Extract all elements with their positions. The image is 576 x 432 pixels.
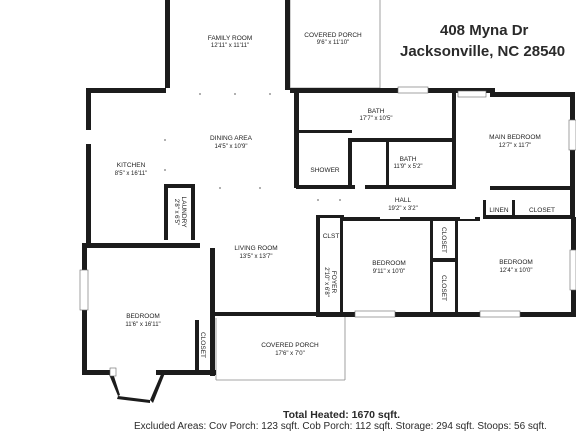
room-family: FAMILY ROOM 12'11" x 11'11" [208, 35, 253, 49]
svg-text:9'6" x 11'10": 9'6" x 11'10" [317, 40, 349, 46]
svg-text:2'8" x 6'5": 2'8" x 6'5" [173, 199, 179, 225]
room-shower: SHOWER [310, 167, 340, 174]
svg-text:DINING AREA: DINING AREA [210, 135, 253, 142]
svg-text:BEDROOM: BEDROOM [499, 259, 533, 266]
svg-text:12'7" x 11'7": 12'7" x 11'7" [499, 143, 531, 149]
svg-text:SHOWER: SHOWER [310, 167, 340, 174]
svg-text:LIVING ROOM: LIVING ROOM [234, 245, 277, 252]
svg-text:CLOSET: CLOSET [529, 207, 555, 214]
total-heated-area: Total Heated: 1670 sqft. [283, 409, 401, 421]
room-division-dots [164, 93, 341, 201]
porch-outlines [215, 0, 381, 381]
room-closet-hall: CLOSET [529, 207, 555, 214]
room-linen: LINEN [489, 207, 508, 214]
svg-text:19'2" x 3'2": 19'2" x 3'2" [388, 206, 418, 212]
svg-text:BEDROOM: BEDROOM [372, 260, 406, 267]
room-bedroom-right: BEDROOM 12'4" x 10'0" [499, 259, 533, 274]
svg-text:FAMILY ROOM: FAMILY ROOM [208, 35, 253, 42]
svg-text:14'5" x 10'9": 14'5" x 10'9" [215, 144, 248, 150]
svg-text:11'6" x 16'11": 11'6" x 16'11" [125, 322, 160, 328]
room-closet-mid-b: CLOSET [440, 275, 447, 301]
svg-text:CLOSET: CLOSET [440, 227, 447, 253]
room-laundry: LAUNDRY 2'8" x 6'5" [173, 197, 187, 229]
svg-text:COVERED PORCH: COVERED PORCH [261, 342, 319, 349]
svg-text:COVERED PORCH: COVERED PORCH [304, 32, 362, 39]
svg-text:12'11" x 11'11": 12'11" x 11'11" [211, 43, 249, 49]
svg-text:HALL: HALL [395, 197, 412, 204]
room-bath-2: BATH 11'9" x 5'2" [393, 156, 422, 170]
svg-text:FOYER: FOYER [330, 271, 337, 294]
room-dining-area: DINING AREA 14'5" x 10'9" [210, 135, 253, 150]
svg-text:11'9" x 5'2": 11'9" x 5'2" [393, 164, 422, 170]
address-line-2: Jacksonville, NC 28540 [400, 43, 566, 60]
openings [79, 86, 576, 377]
room-covered-porch-top: COVERED PORCH 9'6" x 11'10" [304, 32, 362, 46]
svg-text:17'7" x 10'5": 17'7" x 10'5" [360, 116, 393, 122]
svg-text:17'6" x 7'0": 17'6" x 7'0" [275, 351, 305, 357]
room-kitchen: KITCHEN 8'5" x 16'11" [115, 162, 147, 177]
svg-text:2'10" x 6'8": 2'10" x 6'8" [323, 267, 329, 297]
svg-text:CLOSET: CLOSET [199, 332, 206, 358]
room-bedroom-left: BEDROOM 11'6" x 16'11" [125, 313, 160, 328]
svg-text:LINEN: LINEN [489, 207, 508, 214]
room-living-room: LIVING ROOM 13'5" x 13'7" [234, 245, 277, 260]
room-main-bedroom: MAIN BEDROOM 12'7" x 11'7" [489, 134, 541, 149]
svg-text:BEDROOM: BEDROOM [126, 313, 160, 320]
svg-text:BATH: BATH [400, 156, 417, 163]
room-bedroom-mid: BEDROOM 9'11" x 10'0" [372, 260, 406, 275]
svg-text:LAUNDRY: LAUNDRY [180, 197, 187, 229]
room-covered-porch-bottom: COVERED PORCH 17'6" x 7'0" [261, 342, 319, 357]
room-bath-1: BATH 17'7" x 10'5" [360, 108, 393, 122]
room-foyer: FOYER 2'10" x 6'8" [323, 267, 337, 297]
room-hall: HALL 19'2" x 3'2" [388, 197, 418, 212]
room-clst: CLST [323, 233, 340, 240]
svg-text:8'5" x 16'11": 8'5" x 16'11" [115, 171, 147, 177]
svg-text:KITCHEN: KITCHEN [117, 162, 146, 169]
room-closet-mid-a: CLOSET [440, 227, 447, 253]
svg-text:MAIN BEDROOM: MAIN BEDROOM [489, 134, 541, 141]
svg-text:BATH: BATH [368, 108, 385, 115]
svg-text:CLST: CLST [323, 233, 340, 240]
svg-text:13'5" x 13'7": 13'5" x 13'7" [240, 254, 273, 260]
svg-text:12'4" x 10'0": 12'4" x 10'0" [500, 268, 533, 274]
svg-text:CLOSET: CLOSET [440, 275, 447, 301]
walls [82, 0, 576, 403]
svg-text:9'11" x 10'0": 9'11" x 10'0" [373, 269, 405, 275]
address-line-1: 408 Myna Dr [440, 22, 529, 39]
excluded-areas: Excluded Areas: Cov Porch: 123 sqft. Cob… [134, 421, 547, 432]
room-closet-left: CLOSET [199, 332, 206, 358]
